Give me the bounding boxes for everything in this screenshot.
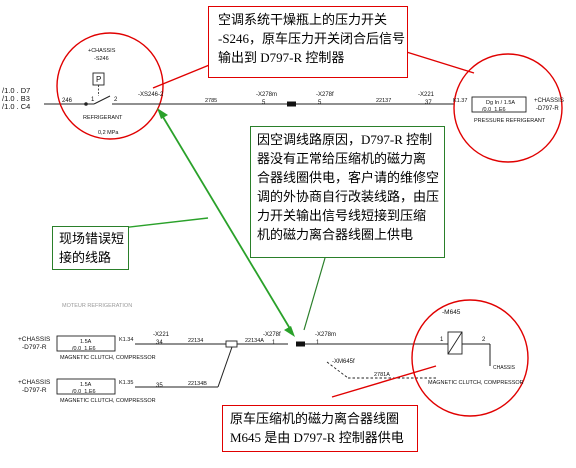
pressure-switch-letter: P: [96, 75, 101, 84]
module-chassis-label: +CHASSIS: [534, 98, 564, 104]
jumper-arrow-head-top: [157, 108, 168, 119]
x278m-pin: 5: [262, 100, 266, 106]
left-callout-box: 现场错误短 接的线路: [52, 226, 129, 270]
box1-function-label: MAGNETIC CLUTCH, COMPRESSOR: [60, 355, 156, 361]
connector-x278-bottom: [296, 341, 305, 347]
middle-callout-line-6: 机的磁力离合器线圈上供电: [257, 227, 414, 242]
middle-callout-line-1: 因空调线路原因，D797-R 控制: [257, 132, 433, 147]
module-box: [471, 96, 527, 113]
x278m-pin1: 1: [316, 340, 320, 346]
wire-246-label: 246: [62, 98, 73, 104]
box2-ref-page: /0.0_1.E6: [72, 389, 96, 395]
m645-ref-label: -M645: [442, 309, 461, 316]
input-label-b3: /1.0 . B3: [2, 94, 30, 103]
module-rating: Dg In / 1.5A: [486, 100, 515, 106]
jumper-arrow-line: [159, 111, 293, 333]
x278f-pin1: 1: [272, 340, 276, 346]
x278f-pin: 5: [318, 100, 322, 106]
input-label-d7: /1.0 . D7: [2, 86, 30, 95]
x221-pin35: 35: [156, 383, 163, 389]
switch-pin2: 2: [114, 97, 118, 103]
wire-22134a-label: 22134A: [245, 338, 264, 344]
bottom-callout-box: 原车压缩机的磁力离合器线圈 M645 是由 D797-R 控制器供电: [222, 405, 418, 452]
box2-function-label: MAGNETIC CLUTCH, COMPRESSOR: [60, 398, 156, 404]
wire-22134b-label: 22134B: [188, 381, 207, 387]
module-ref-label: -D797-R: [536, 106, 559, 112]
bottom-callout-line-1: 原车压缩机的磁力离合器线圈: [230, 411, 400, 426]
bottom-callout-line-2: M645 是由 D797-R 控制器供电: [230, 430, 404, 445]
wire-2781a-label: 2781A: [374, 372, 390, 378]
callout-leaders: [111, 39, 475, 398]
middle-callout-leader: [303, 257, 326, 331]
input-label-c4: /1.0 . C4: [2, 102, 30, 111]
box2-ref-label: -D797-R: [22, 387, 47, 394]
module-box-2: [56, 378, 116, 395]
box1-ref-label: -D797-R: [22, 344, 47, 351]
middle-callout-line-3: 合器线圈供电，客户请的维修空: [257, 170, 440, 185]
x221-label: -X221: [418, 92, 435, 98]
x278m-label-bottom: -X278m: [315, 332, 336, 338]
clutch-coil-diagonal: [447, 331, 463, 355]
module-ref-page: /0.0_1.E6: [482, 107, 506, 113]
x278f-label: -X278f: [316, 92, 334, 98]
pressure-label: 0,2 MPa: [98, 130, 119, 136]
faint-section-label: MOTEUR REFRIGERATION: [62, 303, 132, 309]
switch-chassis-label: +CHASSIS: [88, 48, 116, 54]
splice-box: [225, 340, 238, 348]
module-function-label: PRESSURE REFRIGERANT: [474, 118, 546, 124]
wire-22137-label: 22137: [376, 98, 391, 104]
box1-pin-k134: K1.34: [119, 337, 133, 343]
middle-callout-line-5: 力开关输出信号线短接到压缩: [257, 208, 427, 223]
middle-callout-box: 因空调线路原因，D797-R 控制 器没有正常给压缩机的磁力离 合器线圈供电，客…: [250, 126, 445, 258]
refrigerant-label: REFRIGERANT: [83, 115, 123, 121]
top-circuit: /1.0 . D7 /1.0 . B3 /1.0 . C4 246 +CHASS…: [2, 32, 564, 163]
xm645f-label: -XM645f: [332, 359, 355, 365]
box1-ref-page: /0.0_1.E6: [72, 346, 96, 352]
box2-pin-k135: K1.35: [119, 380, 133, 386]
box1-rating: 1.5A: [80, 339, 92, 345]
box2-rating: 1.5A: [80, 382, 92, 388]
clutch-highlight-circle: [411, 299, 529, 417]
module-highlight-circle: [453, 53, 563, 163]
m645-pin1: 1: [440, 337, 444, 343]
left-callout-line-1: 现场错误短: [59, 231, 125, 246]
x221-label-bottom: -X221: [153, 332, 170, 338]
x278m-label: -X278m: [256, 92, 277, 98]
wire-22134b-riser: [217, 346, 233, 388]
m645-function-label: MAGNETIC CLUTCH, COMPRESSOR: [428, 380, 524, 386]
middle-callout-line-2: 器没有正常给压缩机的磁力离: [257, 151, 427, 166]
box2-chassis-label: +CHASSIS: [18, 379, 51, 386]
jumper-arrow-head-bottom: [284, 326, 295, 337]
wire-2785-label: 2785: [205, 98, 217, 104]
top-callout-line-1: 空调系统干燥瓶上的压力开关: [218, 12, 388, 27]
wire-22134-label: 22134: [188, 338, 203, 344]
xs246-connector-label: -XS246-2: [138, 92, 164, 98]
box1-chassis-label: +CHASSIS: [18, 336, 51, 343]
top-callout-box: 空调系统干燥瓶上的压力开关 -S246，原车压力开关闭合后信号 输出到 D797…: [208, 6, 408, 78]
switch-contact: [93, 95, 111, 105]
m645-chassis-ground: CHASSIS: [493, 365, 516, 371]
bottom-circuit: MOTEUR REFRIGERATION +CHASSIS -D797-R 1.…: [18, 299, 529, 417]
switch-ref-label: -S246: [94, 56, 109, 62]
switch-pin1: 1: [91, 97, 95, 103]
connector-x278: [287, 101, 296, 107]
x221-pin37: 37: [425, 100, 432, 106]
switch-highlight-circle: [56, 32, 164, 140]
m645-pin2: 2: [482, 337, 486, 343]
middle-callout-line-4: 调的外协商自行改装线路，由压: [257, 189, 440, 204]
bottom-callout-leader: [331, 365, 437, 398]
x221-pin34: 34: [156, 340, 163, 346]
module-box-1: [56, 335, 116, 352]
x278f-label-bottom: -X278f: [263, 332, 281, 338]
top-callout-line-3: 输出到 D797-R 控制器: [218, 50, 345, 65]
top-callout-line-2: -S246，原车压力开关闭合后信号: [218, 31, 406, 46]
left-callout-line-2: 接的线路: [59, 250, 112, 265]
module-pin-k137: K1.37: [453, 98, 467, 104]
